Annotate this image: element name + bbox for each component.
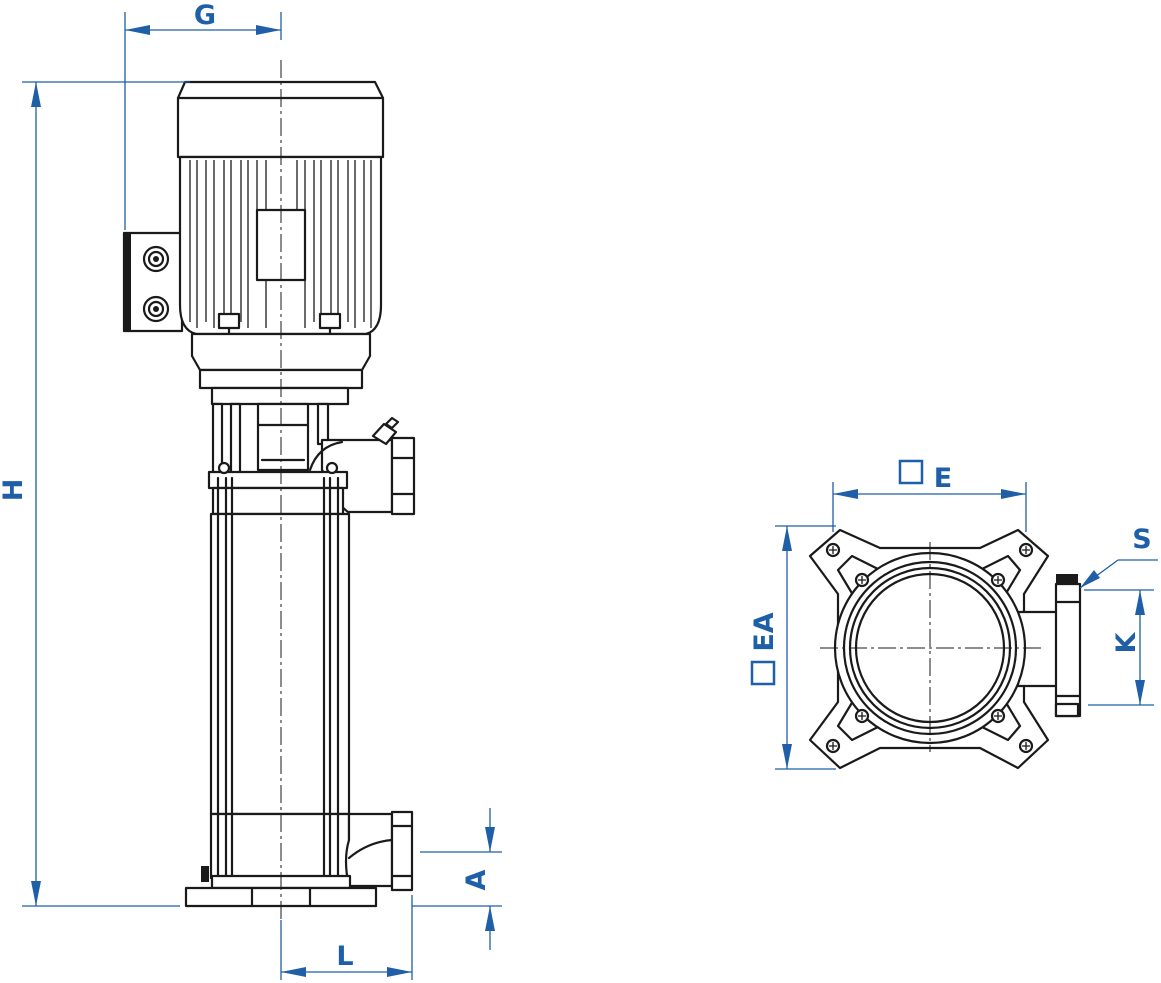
terminal-box bbox=[122, 231, 184, 333]
bolt-icon bbox=[854, 708, 870, 724]
pump-side-view bbox=[122, 60, 416, 930]
dimension-label-L: L bbox=[336, 941, 353, 972]
dimension-G: G bbox=[124, 0, 282, 230]
anchor-hole-icon bbox=[1018, 542, 1034, 558]
cable-gland-icon bbox=[142, 245, 170, 273]
square-symbol-icon bbox=[898, 459, 924, 485]
dimension-label-E: E bbox=[934, 463, 952, 494]
dimension-label-K: K bbox=[1111, 631, 1142, 653]
dimension-K: K bbox=[1084, 589, 1154, 706]
bolt-icon bbox=[990, 708, 1006, 724]
dimension-label-A: A bbox=[461, 869, 492, 890]
dimension-label-S: S bbox=[1132, 524, 1151, 555]
bolt-icon bbox=[854, 572, 870, 588]
dimension-H: H bbox=[0, 81, 190, 907]
anchor-hole-icon bbox=[825, 738, 841, 754]
square-symbol-icon bbox=[750, 660, 776, 686]
dimension-label-H: H bbox=[0, 479, 29, 502]
anchor-hole-icon bbox=[1018, 738, 1034, 754]
dimension-S: S bbox=[1079, 524, 1158, 589]
coupling bbox=[211, 402, 330, 476]
cable-gland-icon bbox=[142, 295, 170, 323]
pump-casing bbox=[209, 476, 351, 882]
dimension-L: L bbox=[280, 895, 413, 980]
dimension-E: E bbox=[832, 459, 1027, 532]
outlet-flange bbox=[1016, 574, 1082, 718]
dimension-label-G: G bbox=[194, 0, 216, 31]
pump-top-view bbox=[808, 528, 1082, 770]
dimension-A: A bbox=[412, 808, 502, 950]
anchor-hole-icon bbox=[825, 542, 841, 558]
dimension-label-EA: EA bbox=[749, 612, 780, 651]
vent-plug-icon bbox=[371, 416, 400, 446]
pump-base bbox=[184, 810, 414, 908]
bolt-icon bbox=[990, 572, 1006, 588]
top-plate bbox=[207, 461, 349, 516]
dimension-EA: EA bbox=[749, 525, 836, 770]
